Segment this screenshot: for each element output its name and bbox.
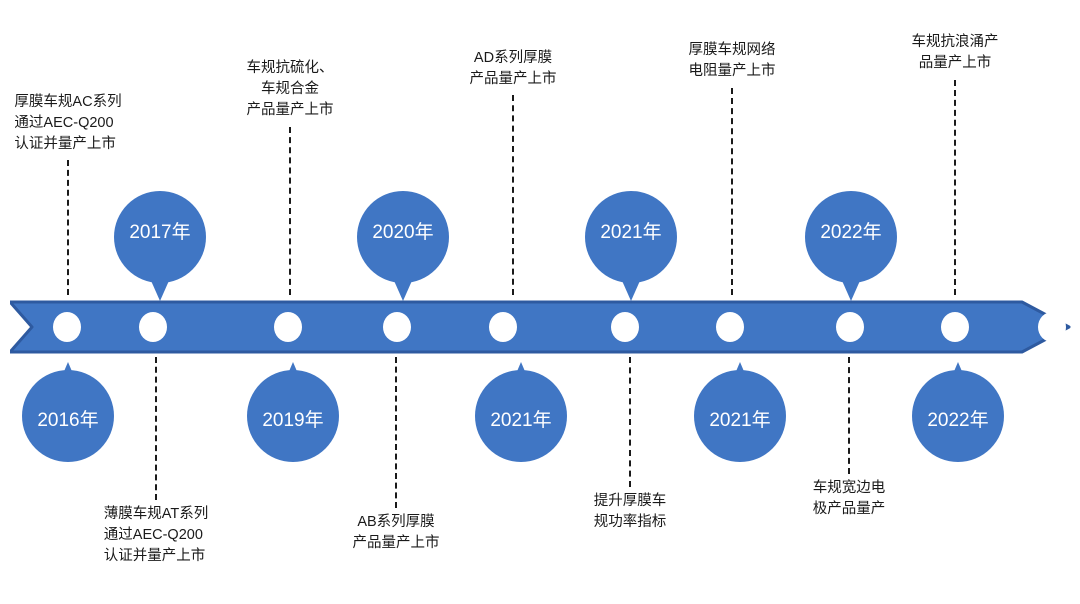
drop-head bbox=[475, 370, 567, 462]
pin-year-label: 2021年 bbox=[600, 222, 662, 243]
pin-year-label: 2019年 bbox=[262, 410, 324, 431]
dash-line-bottom-3 bbox=[629, 357, 631, 487]
callout-bottom-3: 提升厚膜车 规功率指标 bbox=[593, 493, 667, 531]
pin-year-label: 2021年 bbox=[490, 410, 552, 431]
pin-year-label: 2022年 bbox=[927, 410, 989, 431]
dash-line-top-1 bbox=[67, 160, 69, 295]
timeline-node-dot-9[interactable] bbox=[941, 312, 969, 342]
drop-head bbox=[912, 370, 1004, 462]
pin-year-label: 2020年 bbox=[372, 222, 434, 243]
pin-head bbox=[585, 191, 677, 283]
pin-head bbox=[114, 191, 206, 283]
dash-line-bottom-1 bbox=[155, 357, 157, 500]
timeline-node-dot-2[interactable] bbox=[139, 312, 167, 342]
pin-year-label: 2022年 bbox=[820, 222, 882, 243]
timeline-pin-bottom-1[interactable]: 2016年 bbox=[22, 358, 114, 462]
drop-head bbox=[247, 370, 339, 462]
timeline-node-dot-3[interactable] bbox=[274, 312, 302, 342]
timeline-pin-bottom-4[interactable]: 2021年 bbox=[694, 358, 786, 462]
timeline-pin-top-3[interactable]: 2021年 bbox=[585, 191, 677, 301]
callout-bottom-4: 车规宽边电 极产品量产 bbox=[812, 480, 886, 518]
timeline-pin-top-4[interactable]: 2022年 bbox=[805, 191, 897, 301]
timeline-node-dot-8[interactable] bbox=[836, 312, 864, 342]
callout-top-4: 厚膜车规网络 电阻量产上市 bbox=[688, 42, 776, 80]
timeline-pin-bottom-3[interactable]: 2021年 bbox=[475, 358, 567, 462]
pin-head bbox=[805, 191, 897, 283]
dash-line-top-extra-1 bbox=[954, 80, 956, 295]
timeline-node-dot-6[interactable] bbox=[611, 312, 639, 342]
dash-line-top-3 bbox=[512, 95, 514, 295]
timeline-node-dot-5[interactable] bbox=[489, 312, 517, 342]
timeline-node-dot-1[interactable] bbox=[53, 312, 81, 342]
timeline-pin-top-2[interactable]: 2020年 bbox=[357, 191, 449, 301]
pin-year-label: 2017年 bbox=[129, 222, 191, 243]
drop-head bbox=[22, 370, 114, 462]
drop-head bbox=[694, 370, 786, 462]
timeline-node-dot-10[interactable] bbox=[1038, 312, 1066, 342]
callout-top-extra-1: 车规抗浪涌产 品量产上市 bbox=[911, 34, 999, 72]
pin-year-label: 2016年 bbox=[37, 410, 99, 431]
pin-year-label: 2021年 bbox=[709, 410, 771, 431]
dash-line-bottom-2 bbox=[395, 357, 397, 508]
timeline-pin-top-1[interactable]: 2017年 bbox=[114, 191, 206, 301]
timeline-node-dot-4[interactable] bbox=[383, 312, 411, 342]
timeline-node-dot-7[interactable] bbox=[716, 312, 744, 342]
callout-top-2: 车规抗硫化、 车规合金 产品量产上市 bbox=[246, 60, 334, 119]
dash-line-top-4 bbox=[731, 88, 733, 295]
dash-line-top-2 bbox=[289, 127, 291, 295]
callout-bottom-1: 薄膜车规AT系列 通过AEC-Q200 认证并量产上市 bbox=[103, 506, 209, 565]
callout-top-1: 厚膜车规AC系列 通过AEC-Q200 认证并量产上市 bbox=[14, 94, 122, 153]
callout-bottom-2: AB系列厚膜 产品量产上市 bbox=[352, 514, 440, 552]
timeline-pin-bottom-2[interactable]: 2019年 bbox=[247, 358, 339, 462]
arrow-shape bbox=[10, 300, 1071, 354]
dash-line-bottom-4 bbox=[848, 357, 850, 474]
pin-head bbox=[357, 191, 449, 283]
timeline-arrow bbox=[10, 299, 1072, 355]
callout-top-3: AD系列厚膜 产品量产上市 bbox=[469, 50, 557, 88]
timeline-pin-bottom-5[interactable]: 2022年 bbox=[912, 358, 1004, 462]
